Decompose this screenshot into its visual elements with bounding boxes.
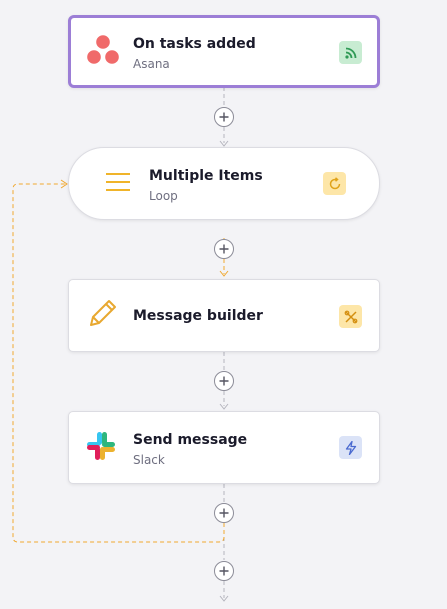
plus-icon	[219, 376, 229, 386]
step-card-loop[interactable]: Multiple Items Loop	[68, 147, 380, 220]
connector-1-arrow	[219, 140, 229, 147]
step-subtitle: Slack	[133, 453, 165, 467]
step-subtitle: Loop	[149, 189, 178, 203]
step-title: Multiple Items	[149, 168, 263, 184]
add-step-button[interactable]	[214, 503, 234, 523]
step-title: Send message	[133, 432, 248, 448]
menu-lines-icon	[105, 171, 131, 197]
rss-icon	[339, 41, 362, 64]
plus-icon	[219, 566, 229, 576]
plus-icon	[219, 244, 229, 254]
add-step-button[interactable]	[214, 371, 234, 391]
lightning-icon	[339, 436, 362, 459]
step-subtitle: Asana	[133, 57, 170, 71]
step-title: On tasks added	[133, 36, 256, 52]
connector-3-arrow	[219, 403, 229, 410]
add-step-button[interactable]	[214, 107, 234, 127]
add-step-button[interactable]	[214, 561, 234, 581]
add-step-button[interactable]	[214, 239, 234, 259]
asana-icon	[86, 34, 120, 70]
loop-back-path	[12, 183, 225, 543]
loop-back-arrow	[60, 179, 68, 189]
connector-5-arrow	[219, 595, 229, 602]
slack-icon	[85, 430, 117, 466]
plus-icon	[219, 112, 229, 122]
step-card-builder[interactable]: Message builder	[68, 279, 380, 352]
plus-icon	[219, 508, 229, 518]
pencil-icon	[85, 297, 119, 335]
step-card-trigger[interactable]: On tasks added Asana	[68, 15, 380, 88]
step-card-slack[interactable]: Send message Slack	[68, 411, 380, 484]
connector-2-arrow	[219, 270, 229, 277]
step-title: Message builder	[133, 308, 263, 324]
tools-icon	[339, 305, 362, 328]
refresh-icon	[323, 172, 346, 195]
